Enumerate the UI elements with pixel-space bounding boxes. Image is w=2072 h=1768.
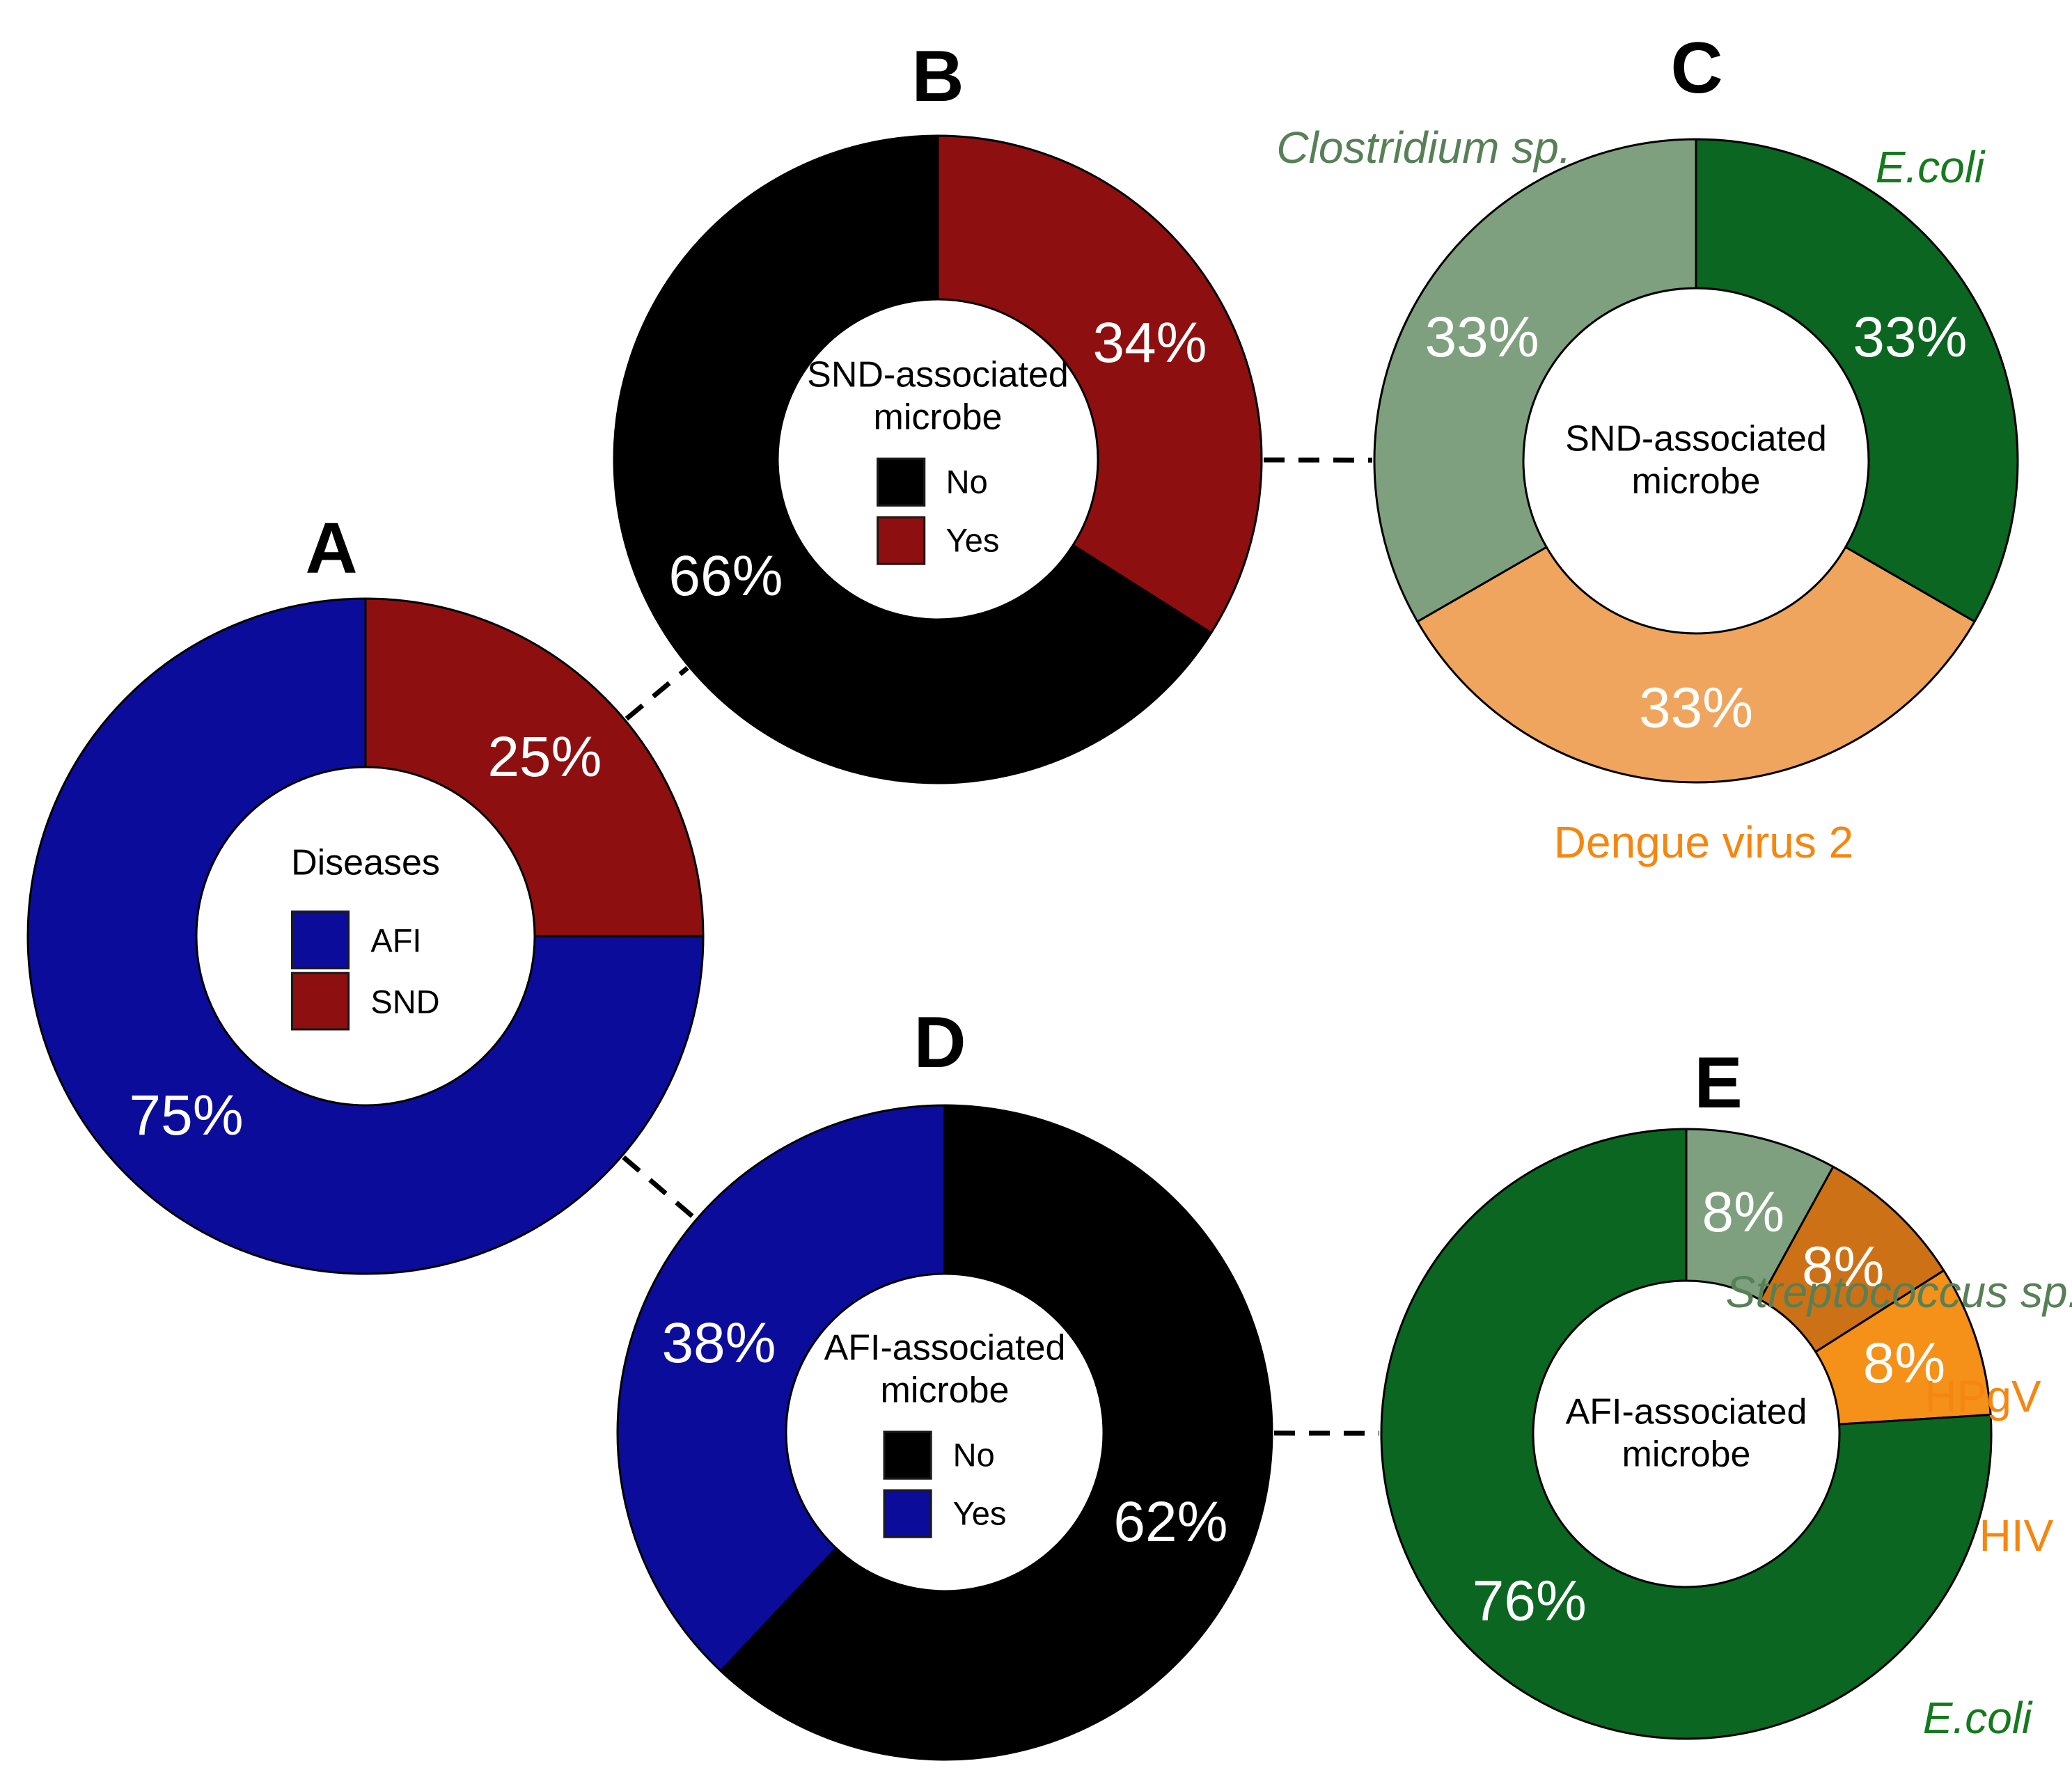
donut-e-percent-label: 8% (1863, 1332, 1946, 1395)
donut-d: 62% 38% D (616, 1002, 1273, 1761)
donut-e-outside-label-hpgv: HPgV (1924, 1371, 2041, 1421)
donut-b-percent-label: 34% (1092, 311, 1207, 374)
panel-title-c: C (1670, 28, 1722, 109)
donut-a-slice-snd (364, 597, 705, 938)
donut-e-outside-label-e-coli: E.coli (1923, 1693, 2033, 1743)
donut-a-slice-afi (26, 597, 705, 1275)
panel-title-d: D (913, 1002, 966, 1083)
donut-c-percent-label: 33% (1853, 306, 1967, 369)
donut-c-outside-label-e-coli: E.coli (1876, 142, 1986, 192)
donut-e-percent-label: 8% (1702, 1181, 1785, 1244)
donut-c-slice-e-coli (1695, 138, 2019, 623)
donut-d-percent-label: 62% (1113, 1490, 1227, 1554)
donut-c: 33% 33% 33% C (1373, 28, 2019, 784)
donut-c-slice-dengue-virus-2 (1416, 546, 1976, 784)
donut-e: 8% 8% 8% 76% E (1380, 1043, 1993, 1740)
donut-a: 25% 75% A (26, 508, 705, 1275)
donut-b-slice-no (613, 134, 1213, 784)
donut-b: 34% 66% B (613, 36, 1263, 784)
donut-e-outside-label-streptococcus-sp-: Streptococcus sp. (1726, 1267, 2072, 1317)
connector-donut-a-to-donut-d (622, 1155, 697, 1220)
donut-a-percent-label: 75% (130, 1084, 244, 1147)
connector-donut-a-to-donut-b (625, 665, 689, 721)
donut-c-slice-clostridium-sp- (1373, 138, 1697, 623)
donut-b-percent-label: 66% (668, 544, 783, 608)
donut-c-percent-label: 33% (1639, 677, 1753, 740)
donut-a-percent-label: 25% (487, 725, 602, 789)
donut-e-outside-label-hiv: HIV (1979, 1510, 2054, 1561)
donut-d-percent-label: 38% (661, 1311, 776, 1375)
panel-title-b: B (911, 36, 964, 117)
panel-title-a: A (305, 508, 357, 589)
donut-c-outside-label-dengue-virus-2: Dengue virus 2 (1554, 817, 1853, 867)
donut-e-slice-e-coli (1380, 1128, 1993, 1740)
panel-title-e: E (1694, 1043, 1742, 1123)
donut-c-outside-label-clostridium-sp-: Clostridium sp. (1276, 123, 1571, 173)
donut-d-slice-no (719, 1104, 1273, 1761)
donut-c-percent-label: 33% (1424, 306, 1539, 369)
donut-b-slice-yes (936, 134, 1263, 634)
donut-e-percent-label: 8% (1802, 1236, 1885, 1299)
donut-e-percent-label: 76% (1473, 1569, 1587, 1632)
donut-d-slice-yes (616, 1104, 946, 1673)
